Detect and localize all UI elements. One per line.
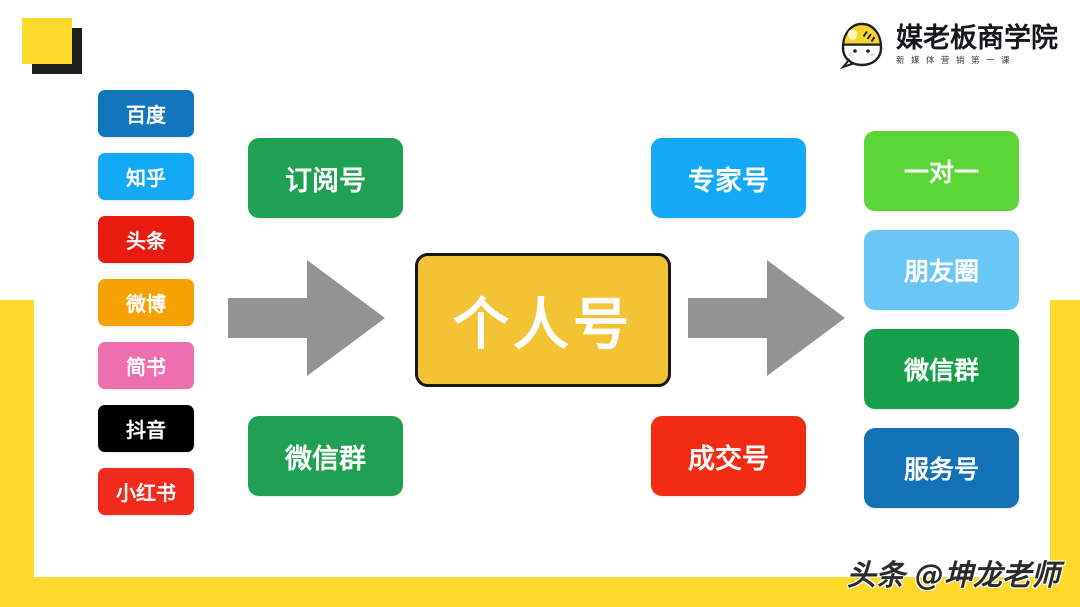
center-node-label: 个人号 [453, 292, 633, 358]
output-box-expert-account[interactable]: 专家号 [651, 138, 806, 218]
brand-logo: 媒老板商学院 新媒体营销第一课 [837, 18, 1058, 72]
arrow-left-to-center [228, 258, 386, 382]
platform-box-douyin[interactable]: 抖音 [98, 405, 194, 452]
output-box-service-account[interactable]: 服务号 [864, 428, 1019, 508]
output-box-one-to-one[interactable]: 一对一 [864, 131, 1019, 211]
platform-box-weibo[interactable]: 微博 [98, 279, 194, 326]
center-node-personal-account[interactable]: 个人号 [415, 253, 671, 387]
frame-bar-left [0, 300, 34, 575]
frame-bar-bottom [0, 575, 1080, 607]
platform-box-baidu[interactable]: 百度 [98, 90, 194, 137]
output-box-transaction-account[interactable]: 成交号 [651, 416, 806, 496]
egg-mascot-with-helmet-icon [837, 20, 887, 70]
arrow-center-to-right [688, 258, 846, 382]
logo-title: 媒老板商学院 [896, 22, 1058, 54]
frame-bar-right [1050, 300, 1080, 575]
platform-box-xiaohongshu[interactable]: 小红书 [98, 468, 194, 515]
decorative-square-yellow [22, 18, 72, 64]
platform-box-toutiao[interactable]: 头条 [98, 216, 194, 263]
watermark-text: 头条 @坤龙老师 [846, 558, 1060, 592]
platform-box-jianshu[interactable]: 简书 [98, 342, 194, 389]
input-box-wechat-group[interactable]: 微信群 [248, 416, 403, 496]
input-box-subscription-account[interactable]: 订阅号 [248, 138, 403, 218]
logo-subtitle: 新媒体营销第一课 [896, 55, 1017, 66]
decorative-squares [18, 16, 84, 74]
output-box-wechat-group[interactable]: 微信群 [864, 329, 1019, 409]
output-box-moments[interactable]: 朋友圈 [864, 230, 1019, 310]
platform-box-zhihu[interactable]: 知乎 [98, 153, 194, 200]
